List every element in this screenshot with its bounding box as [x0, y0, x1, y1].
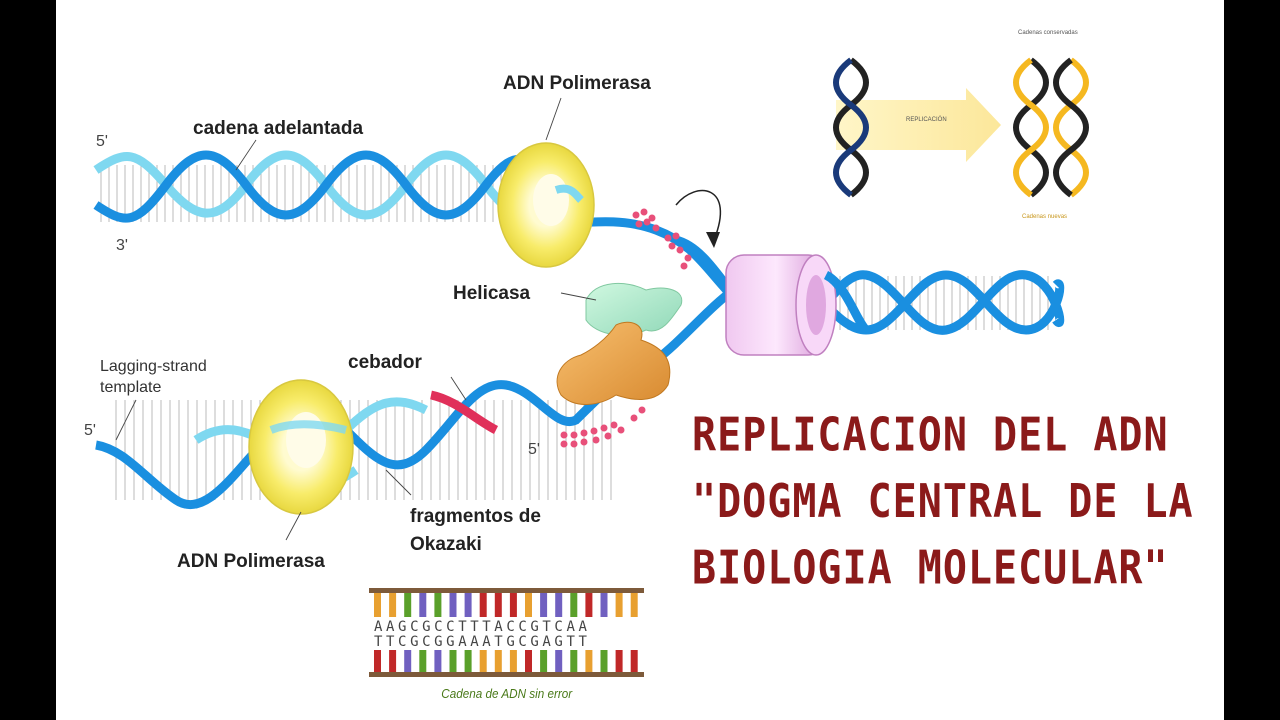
leading-strand-helix	[93, 150, 558, 223]
base-bottom	[419, 650, 427, 672]
label-okazaki-2: Okazaki	[410, 534, 482, 555]
base-bottom	[615, 650, 623, 672]
base-bottom	[570, 650, 578, 672]
polymerase-bottom-ring	[248, 379, 354, 515]
primer-nucleotides	[560, 208, 692, 448]
base-top	[419, 593, 427, 617]
rotation-arrowhead	[706, 232, 720, 248]
sequence-caption: Cadena de ADN sin error	[441, 686, 573, 701]
base-bottom	[630, 650, 638, 672]
base-top	[570, 593, 578, 617]
polymerase-top-ring	[497, 142, 595, 268]
inset-top-label: Cadenas conservadas	[1018, 30, 1078, 36]
inset-arrow-label: REPLICACIÓN	[906, 117, 947, 123]
base-top	[525, 593, 532, 617]
base-top	[540, 593, 548, 617]
base-bottom	[555, 650, 563, 672]
title-line-1: REPLICACION DEL ADN	[692, 408, 1169, 462]
base-top	[434, 593, 442, 617]
base-bottom	[525, 650, 532, 672]
label-leading-strand: cadena adelantada	[193, 118, 364, 139]
label-helicase: Helicasa	[453, 283, 531, 304]
base-bottom	[540, 650, 548, 672]
leader-lines	[115, 97, 597, 541]
base-bottom	[404, 650, 412, 672]
title-line-2: "DOGMA CENTRAL DE LA	[692, 475, 1194, 529]
label-polymerase-top: ADN Polimerasa	[503, 73, 651, 94]
slide: ADN Polimerasa cadena adelantada 5' 3' H…	[56, 0, 1224, 720]
base-bottom	[479, 650, 487, 672]
parental-helix	[653, 235, 1065, 364]
base-top	[494, 593, 502, 617]
label-5-prime-top: 5'	[96, 133, 108, 150]
sequence-top-strand: AAGCGCCTTTACCGTCAA	[374, 619, 591, 635]
dna-sequence-ladder	[369, 588, 644, 677]
label-5-prime-primer: 5'	[528, 441, 540, 458]
primer-segment	[429, 390, 499, 435]
base-top	[555, 593, 563, 617]
base-bottom	[449, 650, 457, 672]
inset-bottom-label: Cadenas nuevas	[1022, 214, 1068, 220]
base-bottom	[585, 650, 593, 672]
okazaki-fragment-2	[342, 397, 429, 434]
base-top	[585, 593, 593, 617]
dna-replication-diagram	[93, 57, 1089, 677]
base-top	[449, 593, 457, 617]
base-top	[509, 593, 517, 617]
inset-arrow	[836, 88, 1001, 162]
base-top	[404, 593, 412, 617]
label-polymerase-bottom: ADN Polimerasa	[177, 551, 325, 572]
base-bottom	[374, 650, 381, 672]
base-bottom	[434, 650, 442, 672]
base-top	[630, 593, 638, 617]
label-okazaki-1: fragmentos de	[410, 506, 541, 527]
base-top	[389, 593, 397, 617]
leading-strand	[93, 150, 554, 223]
label-primer: cebador	[348, 352, 422, 373]
base-bottom	[389, 650, 397, 672]
label-lagging-template-2: template	[100, 379, 162, 396]
base-top	[464, 593, 472, 617]
base-bottom	[464, 650, 472, 672]
lagging-template	[95, 346, 659, 510]
label-lagging-template-1: Lagging-strand	[100, 358, 207, 375]
base-top	[479, 593, 487, 617]
label-5-prime-left: 5'	[84, 422, 96, 439]
rotation-arrow	[675, 189, 721, 241]
base-top	[374, 593, 381, 617]
slide-title: REPLICACION DEL ADN "DOGMA CENTRAL DE LA…	[692, 402, 1212, 602]
base-bottom	[494, 650, 502, 672]
base-top	[615, 593, 623, 617]
base-top	[600, 593, 608, 617]
base-bottom	[509, 650, 517, 672]
title-line-3: BIOLOGIA MOLECULAR"	[692, 542, 1169, 596]
label-3-prime-top: 3'	[116, 237, 128, 254]
clamp-loader-protein	[556, 321, 671, 405]
helicase-barrel	[725, 254, 837, 356]
sequence-bottom-strand: TTCGCGGAAATGCGAGTT	[374, 634, 591, 650]
replication-inset	[833, 57, 1089, 198]
base-bottom	[600, 650, 608, 672]
